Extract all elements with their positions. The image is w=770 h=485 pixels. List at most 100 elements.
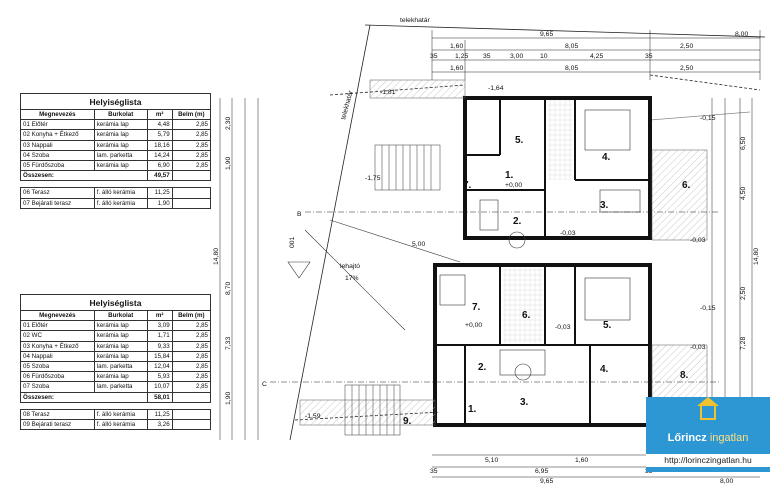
top-dimension: 1,25 bbox=[455, 53, 468, 60]
top-dimension: 8,05 bbox=[565, 65, 578, 72]
brand-name-light: ingatlan bbox=[709, 432, 749, 444]
left-dimension: 1,90 bbox=[225, 392, 232, 405]
left-dimension: 7,33 bbox=[225, 337, 232, 350]
room-number-bottom: 2. bbox=[478, 362, 487, 373]
right-dimension: 6,50 bbox=[740, 137, 747, 150]
bathroom-tiles-bottom bbox=[503, 268, 543, 343]
ramp-label: lehajtó bbox=[340, 263, 360, 270]
table-cell: f. álló kerámia bbox=[93, 418, 148, 431]
left-dimension: 2,30 bbox=[225, 117, 232, 130]
bathroom-tiles-top bbox=[548, 100, 573, 180]
top-dimension: 1,60 bbox=[450, 65, 463, 72]
house-roof-icon bbox=[697, 397, 719, 406]
level-marker: -0,15 bbox=[700, 115, 716, 122]
level-marker: +0,00 bbox=[465, 322, 482, 329]
level-marker: -0,15 bbox=[700, 305, 716, 312]
total-row: Összesen:58,01 bbox=[20, 391, 212, 403]
total-label: Összesen: bbox=[20, 170, 148, 182]
room-number-top: 6. bbox=[682, 180, 691, 191]
brand-logo[interactable]: Lőrincz ingatlan http://lorinczingatlan.… bbox=[646, 397, 770, 472]
level-marker: -0,03 bbox=[690, 344, 706, 351]
top-dimension: 35 bbox=[645, 53, 653, 60]
room-number-top: 7. bbox=[463, 180, 472, 191]
top-dimension: 1,60 bbox=[450, 43, 463, 50]
bottom-dimension: 35 bbox=[430, 468, 438, 475]
left-dimension: 14,80 bbox=[213, 248, 220, 265]
level-marker: +0,00 bbox=[505, 182, 522, 189]
table-cell bbox=[171, 391, 212, 403]
entrance-path-lower bbox=[299, 399, 436, 426]
table-cell bbox=[171, 197, 212, 209]
room-number-bottom: 5. bbox=[603, 320, 612, 331]
room-number-top: 2. bbox=[513, 216, 522, 227]
bottom-dimension: 8,00 bbox=[720, 478, 733, 485]
ramp-dimension: 5,00 bbox=[412, 241, 425, 248]
brand-name-bold: Lőrincz bbox=[667, 432, 707, 444]
left-dimension: 8,70 bbox=[225, 282, 232, 295]
boundary-label-top: telekhatár bbox=[400, 17, 431, 24]
top-dimension: 9,65 bbox=[540, 31, 553, 38]
section-b-label: B bbox=[297, 211, 302, 218]
bottom-dimension: 6,95 bbox=[535, 468, 548, 475]
section-marker: 001 bbox=[289, 236, 296, 248]
stairs-top bbox=[374, 144, 441, 191]
furniture bbox=[439, 109, 641, 381]
total-label: Összesen: bbox=[20, 391, 148, 403]
right-dimension: 4,50 bbox=[740, 187, 747, 200]
room-number-bottom: 8. bbox=[680, 370, 689, 381]
ramp-percent: 17% bbox=[345, 275, 359, 282]
level-marker: -0,03 bbox=[555, 324, 571, 331]
building-walls bbox=[433, 96, 652, 427]
room-number-bottom: 7. bbox=[472, 302, 481, 313]
table-cell: f. álló kerámia bbox=[93, 197, 148, 209]
house-icon bbox=[700, 404, 716, 420]
top-dimension: 4,25 bbox=[590, 53, 603, 60]
section-c-label: C bbox=[262, 381, 267, 388]
terrace-top bbox=[651, 149, 708, 241]
stairs-bottom bbox=[344, 384, 401, 436]
top-dimension: 8,05 bbox=[565, 43, 578, 50]
table-cell bbox=[171, 170, 212, 182]
right-dimension: 7,28 bbox=[740, 337, 747, 350]
top-dimension: 35 bbox=[430, 53, 438, 60]
room-number-bottom: 1. bbox=[468, 404, 477, 415]
level-marker: -1,81 bbox=[380, 89, 396, 96]
level-marker: -1,59 bbox=[305, 413, 321, 420]
total-row: Összesen:49,57 bbox=[20, 170, 212, 182]
room-number-top: 4. bbox=[602, 152, 611, 163]
top-dimension: 35 bbox=[483, 53, 491, 60]
bottom-dimension: 9,65 bbox=[540, 478, 553, 485]
right-dimension: 14,80 bbox=[753, 248, 760, 265]
brand-url[interactable]: http://lorinczingatlan.hu bbox=[646, 454, 770, 467]
level-marker: -0,03 bbox=[560, 230, 576, 237]
room-number-bottom: 4. bbox=[600, 364, 609, 375]
section-lines bbox=[270, 211, 720, 383]
top-dimension: 2,50 bbox=[680, 43, 693, 50]
bottom-dimension: 1,60 bbox=[575, 457, 588, 464]
room-number-top: 3. bbox=[600, 200, 609, 211]
entrance-path bbox=[369, 79, 466, 99]
room-number-top: 5. bbox=[515, 135, 524, 146]
top-dimension: 3,00 bbox=[510, 53, 523, 60]
level-marker: -1,75 bbox=[365, 175, 381, 182]
room-number-top: 1. bbox=[505, 170, 514, 181]
level-marker: -0,03 bbox=[690, 237, 706, 244]
level-marker: -1,64 bbox=[488, 85, 504, 92]
room-number-bottom: 9. bbox=[403, 416, 412, 427]
ramp bbox=[287, 219, 461, 331]
room-number-bottom: 6. bbox=[522, 310, 531, 321]
right-dimension: 2,50 bbox=[740, 287, 747, 300]
table-cell bbox=[171, 418, 212, 431]
bottom-dimension: 5,10 bbox=[485, 457, 498, 464]
top-dimension: 2,50 bbox=[680, 65, 693, 72]
